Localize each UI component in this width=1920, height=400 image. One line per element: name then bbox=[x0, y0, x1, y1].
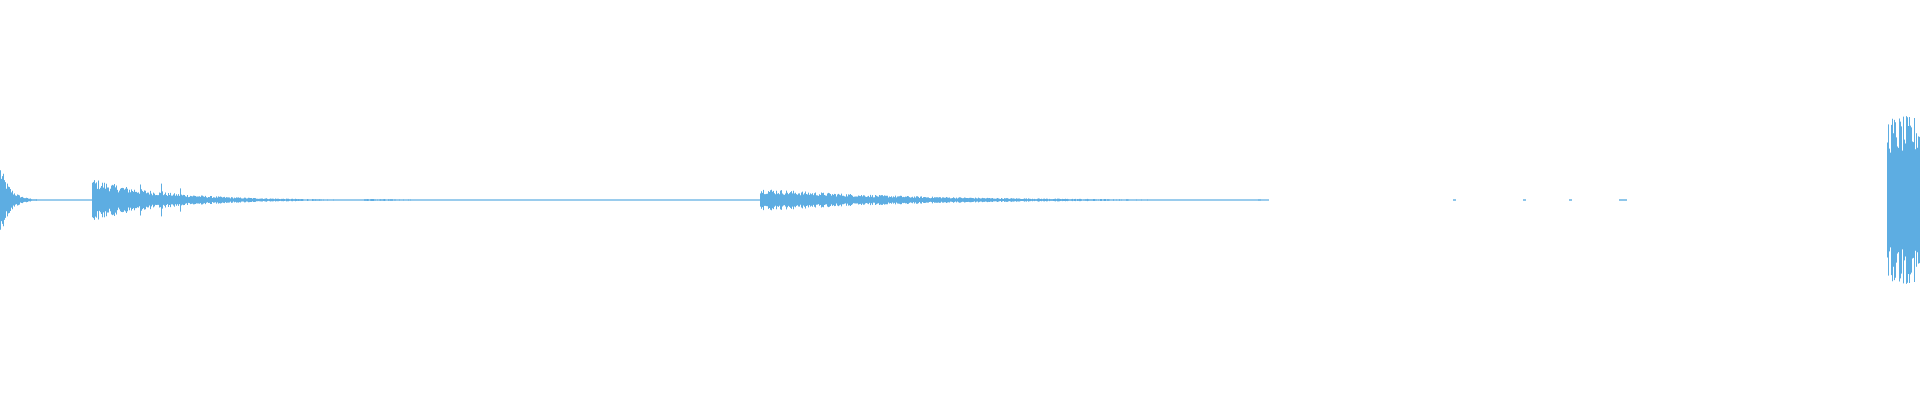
waveform-speckle bbox=[1523, 199, 1526, 201]
waveform-speckle bbox=[1619, 199, 1627, 201]
waveform-speckle bbox=[1258, 199, 1261, 201]
waveform-bars bbox=[0, 116, 1920, 284]
waveform-speckle bbox=[1569, 199, 1572, 201]
waveform-speckle bbox=[1453, 199, 1456, 201]
waveform-path bbox=[0, 116, 1920, 284]
